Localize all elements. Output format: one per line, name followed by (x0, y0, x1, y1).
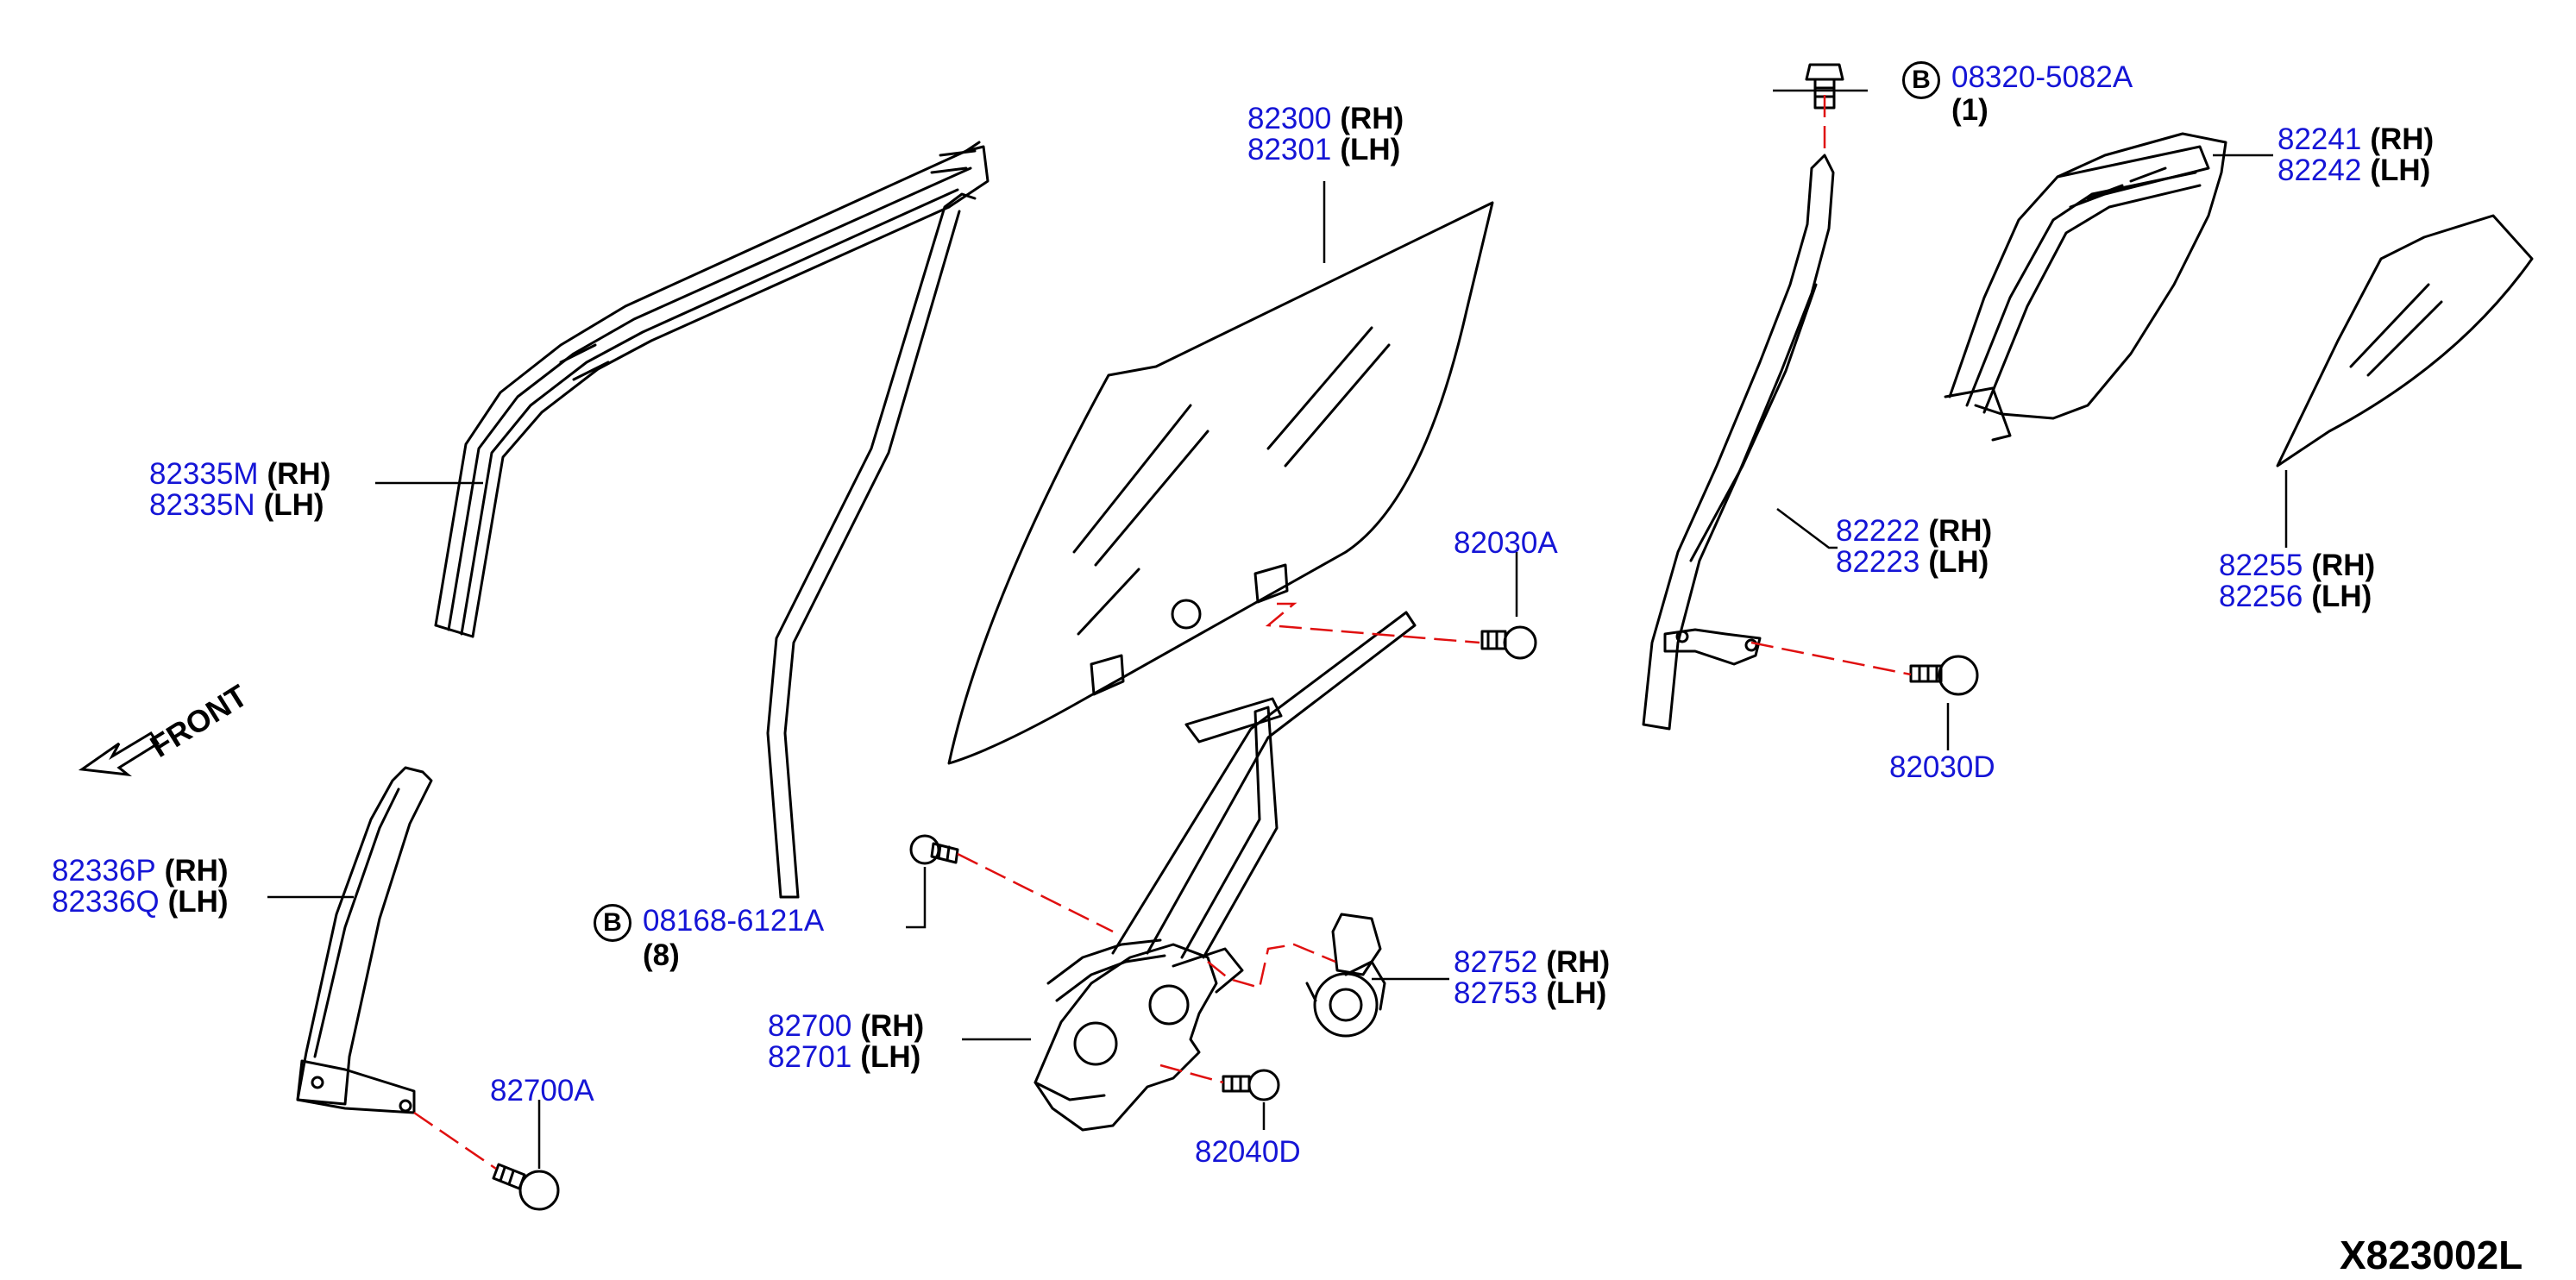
label-front-sash: 82335M(RH) 82335N(LH) (149, 459, 330, 521)
bolt-regulator (909, 834, 959, 865)
part-number: 82336Q (52, 885, 160, 919)
bolt-rail (1909, 655, 1979, 696)
part-number: 82040D (1195, 1135, 1301, 1169)
qty-bolt-top: (1) (1951, 93, 1989, 127)
label-bolt-regulator: 08168-6121A (643, 906, 824, 937)
side-rh: (RH) (267, 457, 331, 491)
side-lh: (LH) (263, 488, 324, 522)
label-bolt-front-rail: 82700A (490, 1076, 594, 1107)
part-number: 08168-6121A (643, 904, 825, 938)
part-number: 82223 (1836, 545, 1920, 579)
bolt-top (1805, 63, 1844, 110)
part-number: 82300 (1247, 102, 1332, 135)
label-quarter-glass: 82255(RH) 82256(LH) (2219, 550, 2375, 612)
front-glass-run-channel (296, 766, 433, 1114)
front-door-sash (434, 141, 990, 899)
side-rh: (RH) (2311, 549, 2376, 582)
side-rh: (RH) (1928, 514, 1993, 548)
side-lh: (LH) (2370, 154, 2431, 187)
side-rh: (RH) (860, 1009, 925, 1043)
side-rh: (RH) (1340, 102, 1404, 135)
dashed-connectors (413, 95, 1912, 1170)
front-arrow-icon (78, 731, 160, 777)
part-number: 82700 (768, 1009, 852, 1043)
part-number: 08320-5082A (1951, 60, 2133, 94)
part-number: 82753 (1454, 976, 1538, 1010)
side-lh: (LH) (1340, 133, 1401, 166)
label-bolt-regulator-lower: 82040D (1195, 1137, 1301, 1168)
door-partition-sash (1944, 132, 2227, 442)
side-lh: (LH) (2311, 580, 2372, 613)
part-number: 82335N (149, 488, 255, 522)
side-lh: (LH) (1928, 545, 1989, 579)
b-symbol-regulator: B (594, 904, 631, 942)
part-number: 82301 (1247, 133, 1332, 166)
label-regulator: 82700(RH) 82701(LH) (768, 1011, 924, 1073)
part-number: 82255 (2219, 549, 2303, 582)
label-bolt-glass: 82030A (1454, 528, 1558, 559)
part-number: 82701 (768, 1040, 852, 1074)
b-symbol-top: B (1902, 61, 1940, 99)
label-bolt-rail: 82030D (1889, 752, 1995, 783)
bolt-front-rail (492, 1163, 560, 1211)
qty-bolt-regulator: (8) (643, 938, 680, 972)
label-bolt-top: 08320-5082A (1951, 62, 2133, 93)
bolt-glass (1480, 625, 1537, 660)
label-motor: 82752(RH) 82753(LH) (1454, 947, 1610, 1009)
part-number: 82752 (1454, 945, 1538, 979)
window-regulator (1034, 611, 1417, 1132)
side-rh: (RH) (2370, 122, 2435, 156)
part-number: 82256 (2219, 580, 2303, 613)
part-number: 82335M (149, 457, 259, 491)
door-glass (947, 201, 1494, 765)
part-number: 82222 (1836, 514, 1920, 548)
rear-glass-run-channel (1642, 154, 1835, 731)
leader-lines (267, 89, 2288, 1169)
side-lh: (LH) (1546, 976, 1607, 1010)
part-number: 82241 (2278, 122, 2362, 156)
part-number: 82242 (2278, 154, 2362, 187)
part-number: 82336P (52, 854, 156, 888)
side-rh: (RH) (1546, 945, 1611, 979)
label-rear-rail: 82222(RH) 82223(LH) (1836, 516, 1992, 578)
partition-glass (2276, 214, 2534, 467)
part-number: 82700A (490, 1074, 594, 1107)
label-partition-sash: 82241(RH) 82242(LH) (2278, 124, 2434, 186)
part-number: 82030A (1454, 526, 1558, 560)
part-number: 82030D (1889, 750, 1995, 784)
label-front-rail: 82336P(RH) 82336Q(LH) (52, 856, 229, 918)
side-lh: (LH) (167, 885, 229, 919)
bolt-regulator-lower (1222, 1069, 1280, 1101)
diagram-code: X823002L (2340, 1233, 2523, 1277)
regulator-motor (1305, 913, 1386, 1038)
side-lh: (LH) (860, 1040, 921, 1074)
side-rh: (RH) (164, 854, 229, 888)
label-door-glass: 82300(RH) 82301(LH) (1247, 104, 1404, 166)
